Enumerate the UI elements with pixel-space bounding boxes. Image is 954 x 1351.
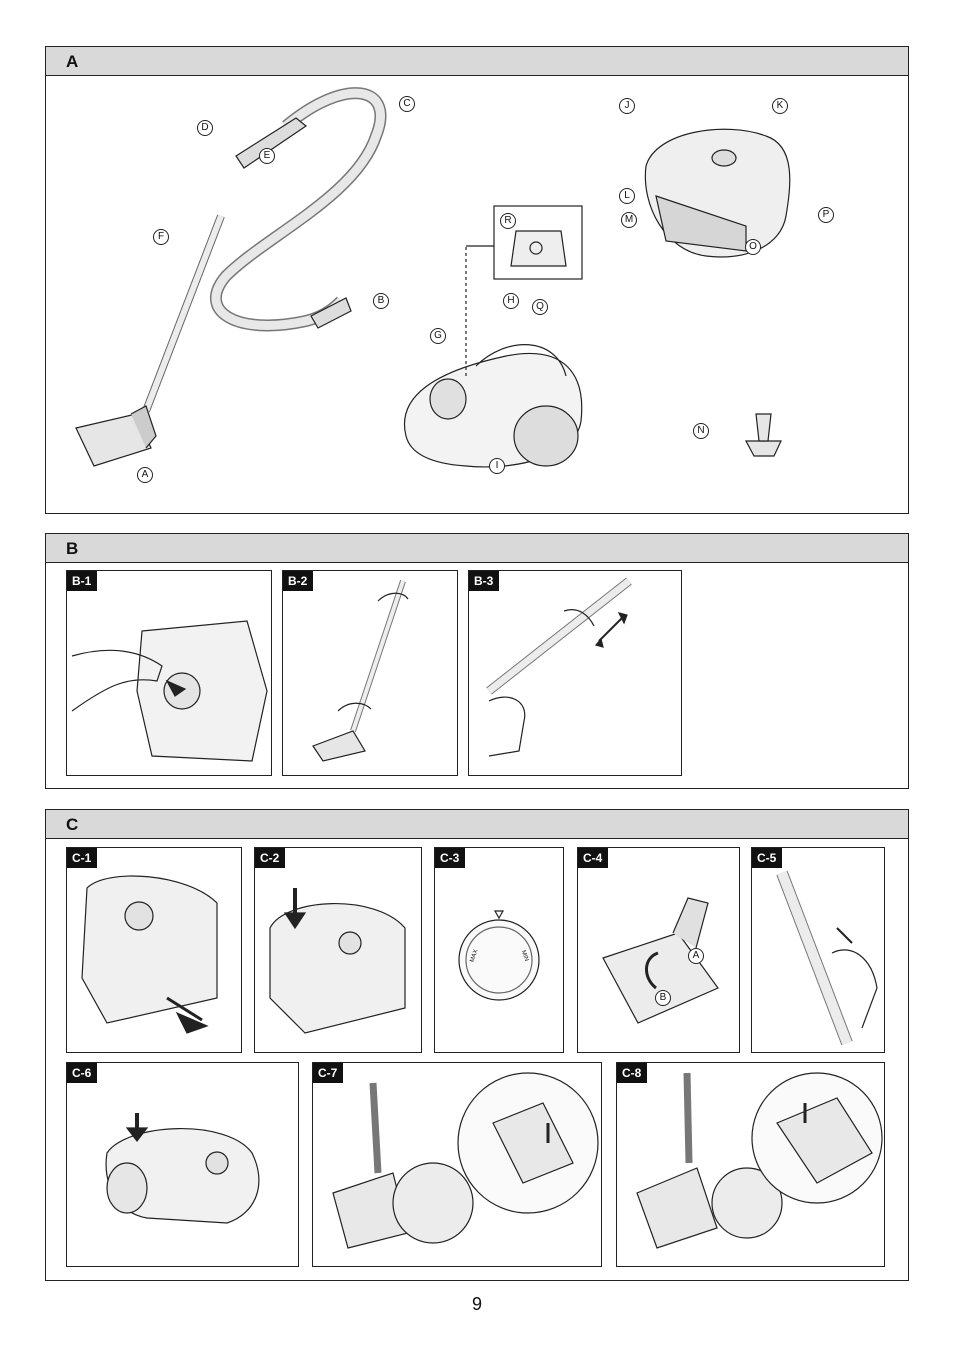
panel-c6-label: C-6: [67, 1063, 98, 1083]
panel-c8-label: C-8: [617, 1063, 648, 1083]
panel-c1: C-1: [66, 847, 242, 1053]
panel-b2-label: B-2: [283, 571, 314, 591]
panel-c7-label: C-7: [313, 1063, 344, 1083]
panel-b3: B-3: [468, 570, 682, 776]
panel-c8-illustration: [636, 1072, 883, 1249]
panel-c5-illustration: [776, 870, 878, 1046]
panel-b1-label: B-1: [67, 571, 98, 591]
panel-c3: C-3 MAX MIN: [434, 847, 564, 1053]
panel-c7-illustration: [332, 1072, 599, 1249]
panel-b3-label: B-3: [469, 571, 500, 591]
callout-r: R: [500, 213, 516, 229]
hose-wand-illustration: [75, 87, 791, 468]
panel-c1-label: C-1: [67, 848, 98, 868]
callout-b: B: [373, 293, 389, 309]
callout-e: E: [259, 148, 275, 164]
panel-c2-illustration: [269, 888, 406, 1034]
panel-c8: C-8: [616, 1062, 885, 1267]
callout-c: C: [399, 96, 415, 112]
panel-c3-illustration: [458, 910, 540, 1001]
panel-c5: C-5: [751, 847, 885, 1053]
panel-c4-illustration: [602, 897, 719, 1024]
callout-o: O: [745, 239, 761, 255]
panel-b2: B-2: [282, 570, 458, 776]
callout-m: M: [621, 212, 637, 228]
panel-c3-label: C-3: [435, 848, 466, 868]
panel-c1-illustration: [81, 875, 218, 1034]
page-number: 9: [471, 1294, 482, 1314]
callout-g: G: [430, 328, 446, 344]
panel-c6: C-6: [66, 1062, 299, 1267]
section-a-header: A: [46, 47, 908, 76]
section-a: A: [45, 46, 909, 514]
callout-h: H: [503, 293, 519, 309]
section-c: C C-1 C-2 C-3: [45, 809, 909, 1281]
callout-k: K: [772, 98, 788, 114]
callout-a: A: [137, 467, 153, 483]
section-b: B B-1 B-2 B-3: [45, 533, 909, 789]
c4-label-a: A: [688, 948, 704, 964]
panel-c2-label: C-2: [255, 848, 286, 868]
panel-b3-illustration: [486, 577, 632, 757]
panel-c4-label: C-4: [578, 848, 609, 868]
c4-label-b: B: [655, 990, 671, 1006]
callout-f: F: [153, 229, 169, 245]
panel-b2-illustration: [312, 580, 409, 762]
callout-q: Q: [532, 299, 548, 315]
callout-i: I: [489, 458, 505, 474]
callout-j: J: [619, 98, 635, 114]
panel-c4: C-4 A B: [577, 847, 740, 1053]
panel-c7: C-7: [312, 1062, 602, 1267]
callout-p: P: [818, 207, 834, 223]
panel-c2: C-2: [254, 847, 422, 1053]
panel-b1: B-1: [66, 570, 272, 776]
callout-n: N: [693, 423, 709, 439]
section-c-header: C: [46, 810, 908, 839]
panel-b1-illustration: [71, 620, 268, 762]
callout-d: D: [197, 120, 213, 136]
panel-c6-illustration: [105, 1113, 260, 1224]
section-b-header: B: [46, 534, 908, 563]
callout-l: L: [619, 188, 635, 204]
panel-c5-label: C-5: [752, 848, 783, 868]
